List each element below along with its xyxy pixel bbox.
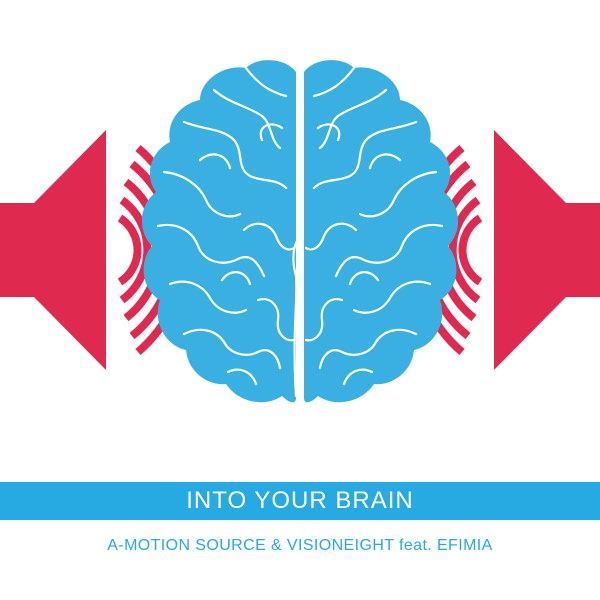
speaker-icon-left	[0, 130, 106, 370]
album-title: INTO YOUR BRAIN	[186, 487, 414, 514]
title-banner: INTO YOUR BRAIN	[0, 482, 600, 520]
artist-credits: A-MOTION SOURCE & VISIONEIGHT feat. EFIM…	[107, 537, 493, 554]
brain-icon	[141, 60, 459, 403]
speaker-icon-right	[494, 130, 600, 370]
